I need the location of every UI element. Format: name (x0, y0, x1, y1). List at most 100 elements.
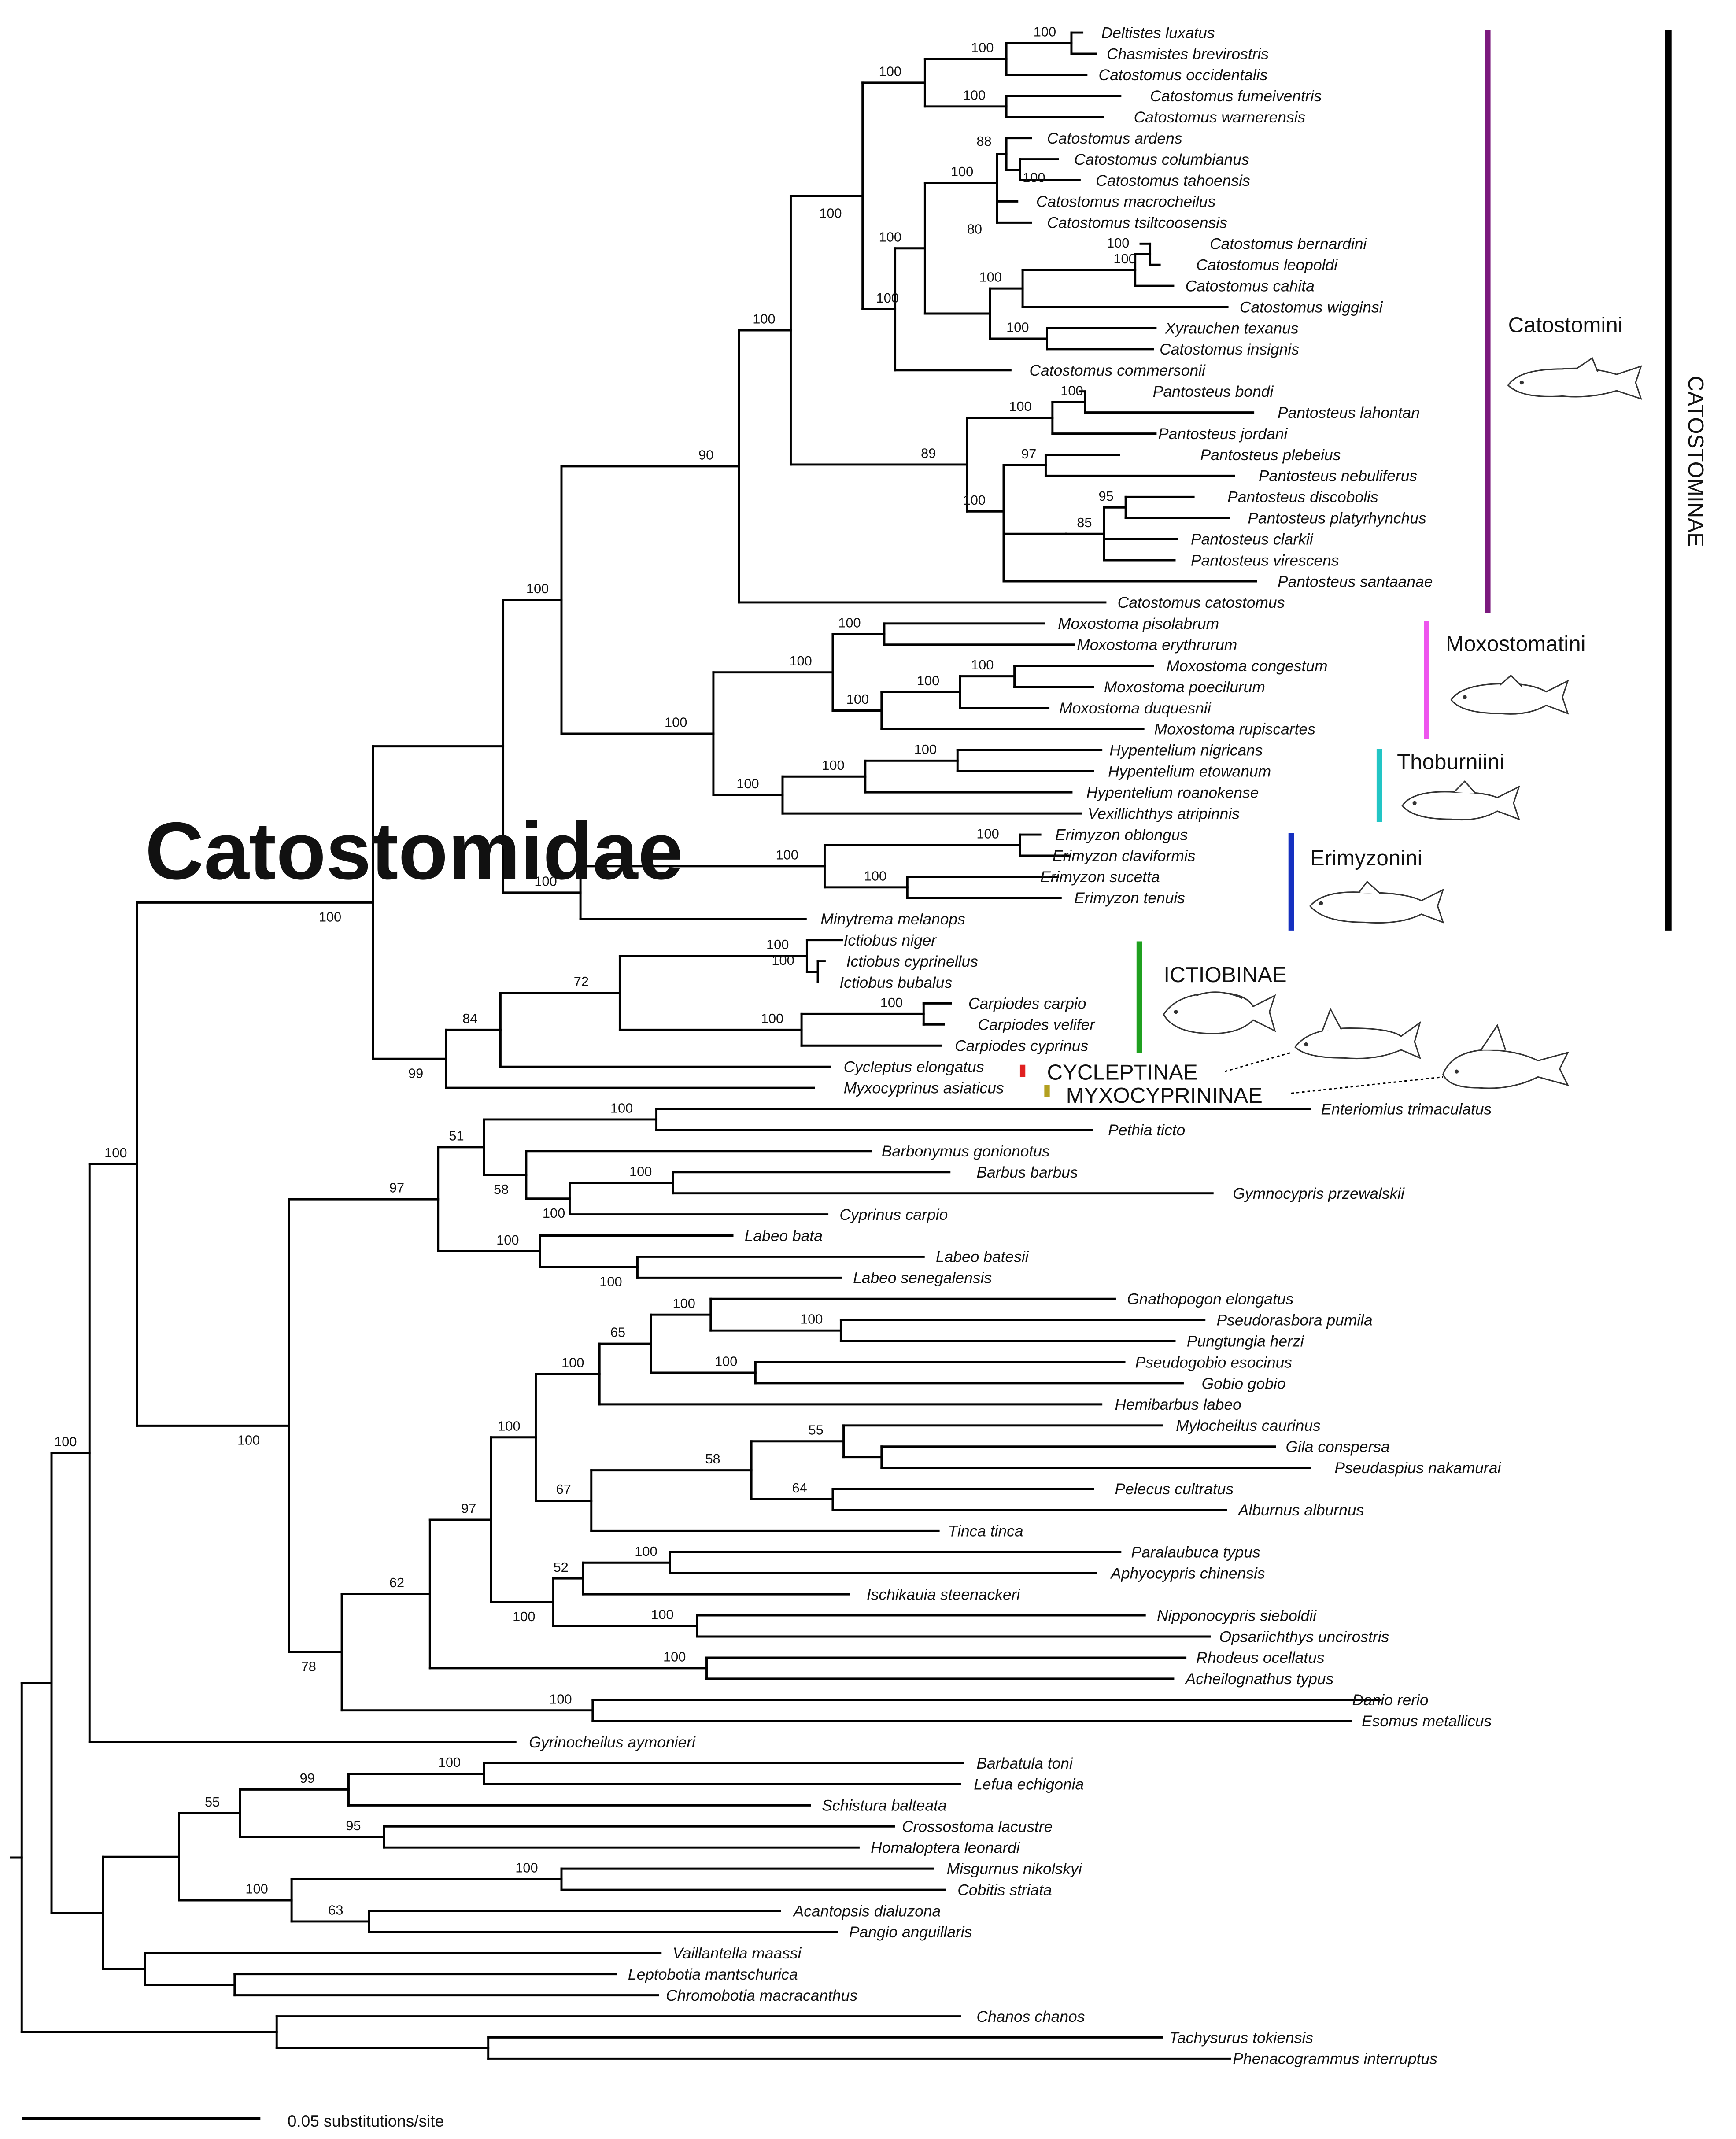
taxon-label: Aphyocypris chinensis (1110, 1565, 1265, 1582)
taxon-label: Minytrema melanops (820, 910, 965, 928)
bootstrap-value: 100 (526, 581, 549, 596)
bootstrap-value: 63 (328, 1903, 343, 1918)
taxon-label: Gymnocypris przewalskii (1233, 1185, 1405, 1202)
taxon-label: Leptobotia mantschurica (628, 1965, 798, 1983)
taxon-label: Gyrinocheilus aymonieri (529, 1733, 696, 1751)
bootstrap-value: 97 (1021, 446, 1036, 462)
taxon-label: Pseudaspius nakamurai (1334, 1459, 1501, 1477)
taxon-label: Catostomus leopoldi (1196, 256, 1338, 274)
bootstrap-value: 100 (438, 1755, 461, 1770)
taxon-label: Pantosteus bondi (1153, 383, 1274, 400)
taxon-label: Lefua echigonia (974, 1776, 1084, 1793)
taxon-label: Cycleptus elongatus (844, 1058, 984, 1075)
taxon-label: Labeo batesii (936, 1248, 1029, 1266)
taxon-label: Rhodeus ocellatus (1196, 1649, 1324, 1666)
taxon-label: Pseudogobio esocinus (1135, 1353, 1292, 1371)
taxon-label: Gnathopogon elongatus (1127, 1290, 1293, 1308)
taxon-label: Pantosteus santaanae (1278, 573, 1433, 590)
bootstrap-value: 100 (963, 87, 986, 103)
bootstrap-value: 100 (1113, 251, 1136, 266)
bootstrap-value: 100 (663, 1649, 686, 1664)
taxon-label: Ictiobus niger (844, 931, 937, 949)
taxon-label: Esomus metallicus (1362, 1712, 1492, 1730)
bootstrap-value: 100 (736, 776, 759, 791)
bootstrap-value: 100 (880, 995, 903, 1010)
taxon-label: Pantosteus clarkii (1191, 530, 1314, 548)
bootstrap-value: 100 (599, 1274, 622, 1289)
taxon-label: Phenacogrammus interruptus (1233, 2050, 1437, 2068)
taxon-label: Catostomus bernardini (1210, 235, 1367, 253)
bootstrap-value: 100 (549, 1691, 572, 1707)
taxon-label: Hypentelium nigricans (1109, 742, 1263, 759)
bootstrap-value: 100 (543, 1205, 565, 1221)
bootstrap-value: 100 (917, 673, 939, 688)
taxon-label: Carpiodes carpio (968, 995, 1086, 1012)
bootstrap-value: 100 (629, 1164, 652, 1179)
bootstrap-value: 85 (1077, 515, 1092, 530)
taxon-label: Catostomus fumeiventris (1150, 87, 1322, 105)
taxon-label: Ischikauia steenackeri (867, 1585, 1020, 1603)
taxon-label: Nipponocypris sieboldii (1157, 1607, 1317, 1624)
bootstrap-value: 100 (789, 653, 812, 669)
catostomini-fish-illustration (1507, 357, 1642, 400)
bootstrap-value: 99 (408, 1065, 423, 1081)
moxostomatini-label: Moxostomatini (1446, 632, 1586, 656)
bootstrap-value: 100 (753, 311, 775, 327)
taxon-label: Chanos chanos (976, 2008, 1085, 2025)
taxon-label: Carpiodes cyprinus (955, 1037, 1088, 1055)
taxon-label: Acantopsis dialuzona (793, 1902, 941, 1920)
bootstrap-value: 100 (715, 1354, 737, 1369)
bootstrap-value: 100 (1009, 399, 1031, 414)
taxon-label: Schistura balteata (822, 1797, 946, 1814)
moxostomatini-fish-illustration (1450, 674, 1569, 715)
taxon-label: Moxostoma pisolabrum (1058, 615, 1219, 632)
bootstrap-value: 62 (389, 1575, 404, 1590)
bootstrap-value: 100 (651, 1607, 673, 1622)
family-label: Catostomidae (145, 806, 683, 897)
bootstrap-value: 100 (1034, 24, 1056, 40)
bootstrap-value: 100 (561, 1355, 584, 1371)
bootstrap-value: 100 (54, 1434, 77, 1449)
bootstrap-value: 95 (1099, 488, 1114, 504)
bootstrap-value: 88 (976, 133, 991, 149)
bootstrap-value: 100 (761, 1011, 783, 1026)
taxon-label: Pantosteus lahontan (1278, 404, 1420, 421)
taxon-label: Mylocheilus caurinus (1176, 1417, 1321, 1434)
bootstrap-value: 100 (800, 1311, 823, 1327)
taxon-label: Deltistes luxatus (1101, 24, 1215, 41)
taxon-label: Misgurnus nikolskyi (947, 1860, 1082, 1877)
bootstrap-value: 100 (513, 1609, 535, 1624)
ictiobinae-fish-illustration (1163, 991, 1276, 1034)
bootstrap-value: 72 (574, 974, 589, 989)
bootstrap-value: 100 (776, 847, 798, 863)
taxon-label: Catostomus columbianus (1074, 151, 1249, 168)
taxon-label: Catostomus wigginsi (1240, 298, 1383, 316)
bootstrap-value: 100 (496, 1232, 519, 1248)
bootstrap-value: 51 (449, 1128, 464, 1143)
scale-bar-label: 0.05 substitutions/site (288, 2112, 444, 2130)
taxon-label: Barbus barbus (976, 1164, 1078, 1181)
taxon-label: Vaillantella maassi (673, 1944, 802, 1962)
bootstrap-value: 100 (665, 715, 687, 730)
taxon-label: Moxostoma erythrurum (1077, 636, 1237, 654)
bootstrap-value: 52 (554, 1559, 569, 1575)
taxon-label: Tinca tinca (948, 1522, 1023, 1540)
taxon-label: Pungtungia herzi (1187, 1332, 1304, 1350)
taxon-label: Gobio gobio (1202, 1374, 1286, 1392)
taxon-label: Catostomus tahoensis (1096, 172, 1250, 189)
taxon-label: Erimyzon claviformis (1053, 847, 1196, 864)
bootstrap-value: 100 (766, 937, 789, 952)
bootstrap-value: 100 (1107, 235, 1129, 251)
bootstrap-value: 100 (864, 868, 886, 883)
taxon-label: Gila conspersa (1286, 1438, 1390, 1456)
bootstrap-value: 100 (819, 205, 842, 221)
bootstrap-value: 100 (237, 1432, 260, 1448)
thoburniini-fish-illustration (1401, 780, 1520, 821)
taxon-label: Alburnus alburnus (1237, 1501, 1364, 1519)
bootstrap-value: 100 (673, 1296, 695, 1311)
myxocyprininae-label: MYXOCYPRININAE (1066, 1083, 1263, 1108)
taxon-label: Pantosteus plebeius (1200, 446, 1341, 464)
bootstrap-value: 100 (1023, 170, 1045, 185)
